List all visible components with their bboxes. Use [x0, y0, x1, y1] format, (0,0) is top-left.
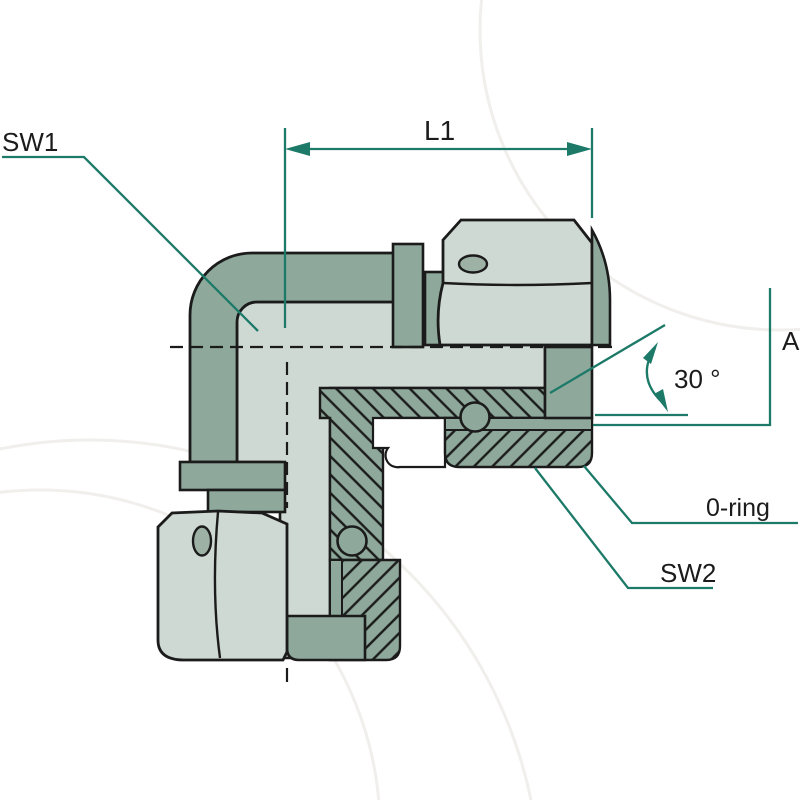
label-sw2: SW2 [660, 558, 716, 588]
annotations [2, 128, 798, 590]
centerlines [170, 345, 612, 682]
angle-arrow-bottom [654, 389, 668, 412]
step-left-arm [206, 488, 287, 514]
oring-ball-bottom [336, 525, 368, 557]
a-extension-line [593, 288, 772, 427]
angle-arrow-top [643, 342, 658, 364]
l1-arrow-left [285, 142, 310, 156]
label-angle: 30 ° [674, 364, 721, 394]
sw2-leader-line [534, 467, 713, 590]
bottom-nut [156, 509, 289, 662]
thread-relief-notch [371, 416, 447, 469]
washer-left-arm [178, 460, 287, 492]
top-nut-dimple [457, 254, 489, 274]
label-sw1: SW1 [2, 127, 58, 157]
label-l1: L1 [424, 115, 455, 146]
oring-ball-right [459, 401, 491, 433]
bottom-cap-region [285, 614, 367, 662]
top-nut-face-line [442, 281, 593, 287]
bottom-nut-body [156, 509, 289, 662]
top-nut [436, 218, 612, 347]
bottom-nut-face-line [213, 511, 222, 659]
labels: SW1 L1 30 ° A 0-ring SW2 [2, 115, 800, 588]
top-nut-side-face [590, 225, 612, 347]
body-hex-block [391, 242, 425, 349]
sw1-leader-line [2, 155, 259, 332]
label-a: A [782, 326, 800, 356]
oring-leader-line [583, 465, 798, 525]
label-oring: 0-ring [706, 494, 770, 522]
l1-arrow-right [567, 142, 592, 156]
bottom-nut-dimple [191, 525, 213, 557]
arrowheads [285, 142, 668, 412]
top-nut-body [436, 218, 594, 347]
cone-30deg-line [549, 324, 666, 394]
